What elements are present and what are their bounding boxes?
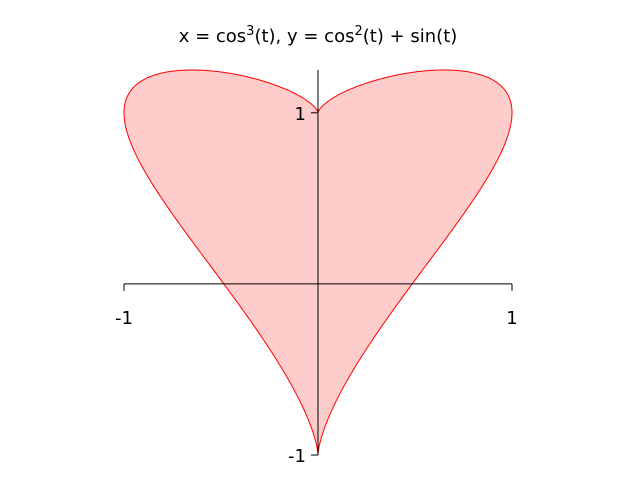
title-part-2: (t), y = cos [254,26,354,47]
title-part-3: (t) + sin(t) [363,26,458,47]
y-tick-label: 1 [295,104,306,125]
title-sup-1: 3 [246,24,254,39]
x-tick-label: 1 [506,308,517,329]
chart-title: x = cos3(t), y = cos2(t) + sin(t) [179,24,458,47]
plot-area: -1 1 1 -1 [115,69,518,467]
title-part-1: x = cos [179,26,246,47]
title-sup-2: 2 [354,24,362,39]
curve-line [123,69,513,455]
x-tick-label: -1 [115,308,133,329]
y-tick-label: -1 [288,446,306,467]
